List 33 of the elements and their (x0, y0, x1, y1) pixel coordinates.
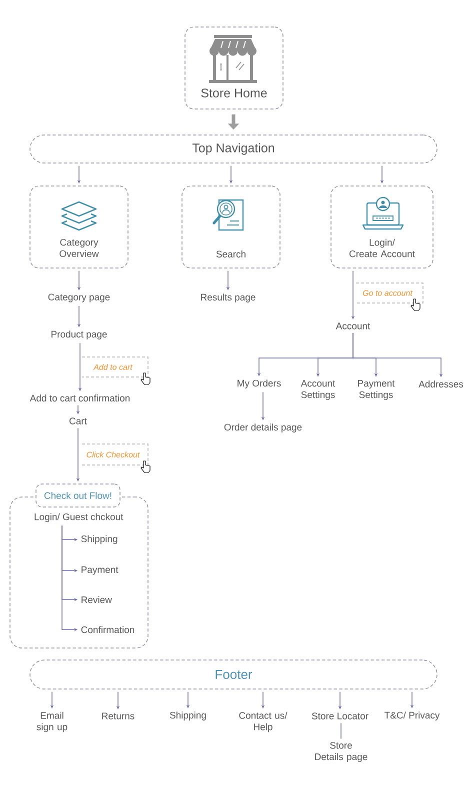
store-box: Store Home (184, 26, 284, 110)
link-label: Contact us/ Help (239, 712, 288, 732)
link-label: Email sign up (36, 712, 68, 732)
page-label: Product page (52, 330, 107, 340)
action-note: Go to account (356, 282, 424, 304)
page-label: Category page (48, 294, 110, 302)
footer-bar: Footer (30, 660, 438, 690)
menu-item: My Orders (238, 380, 281, 388)
step-label: Login/ Guest chckout (34, 513, 124, 522)
page-label: Order details page (224, 424, 302, 432)
page-label: Account (336, 322, 370, 330)
step-label: Review (82, 596, 112, 604)
step-label: Payment (82, 566, 118, 575)
step-label: Confirmation (81, 626, 134, 634)
link-label: T&C/ Privacy (384, 712, 440, 720)
page-label: Cart (70, 418, 87, 424)
link-label: Store Details page (315, 742, 368, 762)
menu-item: Account Settings (300, 380, 336, 400)
page-label: Add to cart confirmation (30, 394, 130, 402)
menu-item: Payment Settings (358, 380, 395, 400)
category-box: Category Overview (30, 186, 128, 268)
login-box: Login/ Create Account (330, 186, 434, 268)
navigation-bar: Top Navigation (30, 134, 438, 164)
page-label: Results page (201, 294, 256, 302)
link-label: Shipping (170, 712, 206, 720)
heading-tag: Check out Flow! (36, 484, 120, 508)
link-label: Returns (102, 712, 134, 720)
link-label: Store Locator (312, 712, 368, 720)
search-box: Search (182, 186, 280, 268)
action-note: Click Checkout (82, 444, 148, 466)
action-note: Add to cart (82, 356, 148, 378)
step-label: Shipping (81, 535, 118, 544)
menu-item: Addresses (418, 380, 464, 388)
